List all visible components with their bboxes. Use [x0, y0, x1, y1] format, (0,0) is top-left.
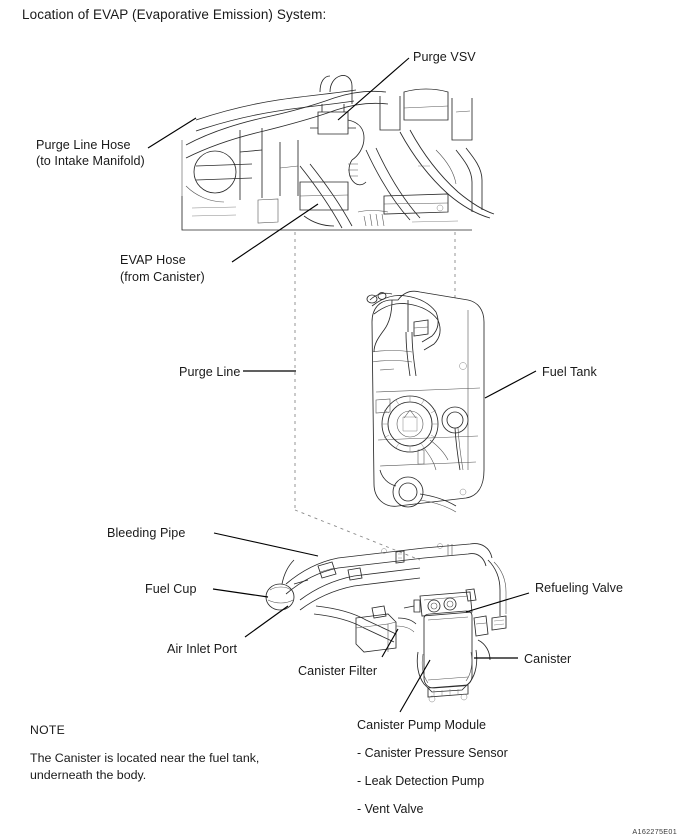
callout-purge-vsv: Purge VSV [413, 50, 476, 64]
engine-bay-illustration [181, 75, 495, 231]
note-heading: NOTE [30, 723, 66, 737]
pump-module-component-0: - Canister Pressure Sensor [357, 746, 508, 760]
leader-air-inlet-port [244, 605, 289, 638]
leader-refueling-valve [465, 592, 530, 613]
callout-purge-line-hose-line1: Purge Line Hose [36, 138, 131, 152]
leader-canister-pump-module [399, 659, 431, 713]
callout-leader-lines [147, 57, 537, 713]
leader-bleeding-pipe [213, 532, 319, 557]
fuel-tank-illustration [366, 290, 485, 513]
note-line-1: The Canister is located near the fuel ta… [30, 751, 260, 765]
callout-fuel-tank: Fuel Tank [542, 365, 597, 379]
callout-canister-pump-module: Canister Pump Module [357, 718, 487, 732]
callout-canister: Canister [524, 652, 572, 666]
leader-purge-vsv [337, 57, 410, 121]
callout-refueling-valve: Refueling Valve [535, 581, 624, 595]
leader-purge-line-hose [147, 117, 197, 149]
callout-fuel-cup: Fuel Cup [145, 582, 197, 596]
page-title: Location of EVAP (Evaporative Emission) … [22, 7, 327, 22]
pump-module-component-1: - Leak Detection Pump [357, 774, 485, 788]
callout-bleeding-pipe: Bleeding Pipe [107, 526, 186, 540]
leader-fuel-cup [212, 588, 269, 598]
leader-fuel-tank [484, 370, 537, 399]
figure-reference-code: A162275E01 [632, 826, 677, 836]
callout-air-inlet-port: Air Inlet Port [167, 642, 237, 656]
callout-purge-line-hose-line2: (to Intake Manifold) [36, 154, 145, 168]
projection-guide-lines [294, 232, 456, 561]
leader-canister-filter [381, 628, 399, 658]
callout-evap-hose-line1: EVAP Hose [120, 253, 186, 267]
note-line-2: underneath the body. [30, 768, 147, 782]
callout-purge-line: Purge Line [179, 365, 241, 379]
pump-module-component-2: - Vent Valve [357, 802, 424, 816]
callout-canister-filter: Canister Filter [298, 664, 378, 678]
callout-evap-hose-line2: (from Canister) [120, 270, 205, 284]
leader-evap-hose [231, 203, 319, 263]
